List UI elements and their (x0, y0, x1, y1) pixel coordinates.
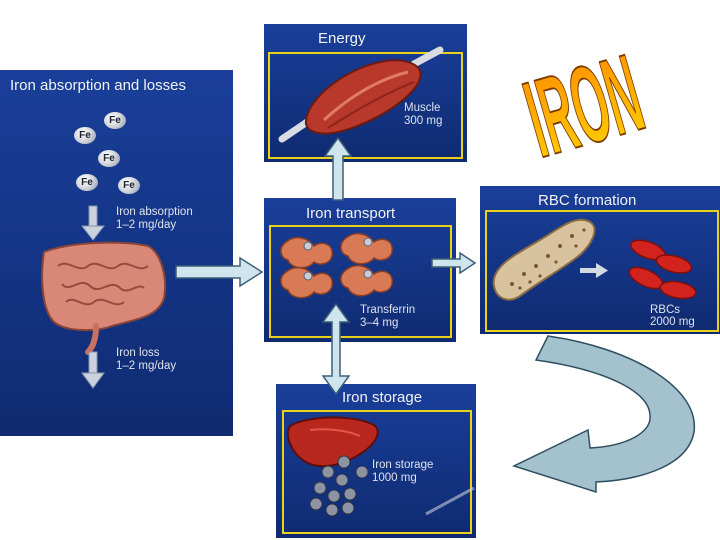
intestine-icon (41, 241, 166, 355)
red-blood-cells-icon (628, 239, 697, 300)
absorption-label: Iron absorption (116, 206, 193, 218)
absorption-graphics (41, 205, 166, 389)
iron-title: IRON (513, 31, 656, 180)
rbc-title: RBC formation (538, 192, 637, 209)
rbc-value: 2000 mg (650, 316, 695, 328)
fe-atom: Fe (104, 112, 126, 129)
loss-label: Iron loss (116, 347, 160, 359)
fe-atom: Fe (76, 174, 98, 191)
loss-down-arrow (81, 351, 105, 389)
storage-frame (282, 410, 472, 534)
absorption-down-arrow (80, 205, 106, 241)
storage-title: Iron storage (342, 389, 423, 406)
ferritin-icon (309, 455, 369, 517)
storage-graphics (287, 416, 475, 517)
fe-atom: Fe (118, 177, 140, 194)
energy-label: Muscle (404, 102, 441, 114)
fe-atom: Fe (98, 150, 120, 167)
absorption-title: Iron absorption and losses (10, 77, 186, 94)
rbc-graphics (492, 218, 697, 301)
transport-label: Transferrin (360, 304, 416, 316)
loss-value: 1–2 mg/day (116, 360, 177, 372)
absorption-value: 1–2 mg/day (116, 219, 177, 231)
transport-frame (269, 225, 452, 338)
rbc-to-storage-curved-arrow (511, 335, 695, 494)
transferrin-icon (280, 232, 393, 299)
storage-label: Iron storage (372, 459, 434, 471)
energy-panel: Energy Muscle 300 mg (264, 24, 467, 162)
rbc-panel: RBC formation RBCs 2000 mg (480, 186, 720, 334)
fe-atom: Fe (74, 127, 96, 144)
rbc-label: RBCs (650, 304, 681, 316)
rbc-frame (485, 210, 719, 332)
transport-value: 3–4 mg (360, 317, 399, 329)
rbc-arrow (580, 263, 608, 278)
energy-title: Energy (318, 30, 366, 47)
absorption-panel: Iron absorption and losses Fe Fe Fe Fe F… (0, 70, 233, 436)
energy-value: 300 mg (404, 115, 443, 127)
storage-value: 1000 mg (372, 472, 417, 484)
energy-frame (268, 52, 463, 159)
muscle-icon (278, 46, 444, 143)
storage-panel: Iron storage Iron storage 1000 mg (276, 384, 476, 538)
transport-panel: Iron transport Transferrin 3–4 mg (264, 198, 456, 342)
transport-title: Iron transport (306, 205, 396, 222)
liver-icon (287, 416, 379, 468)
bone-icon (492, 218, 596, 301)
